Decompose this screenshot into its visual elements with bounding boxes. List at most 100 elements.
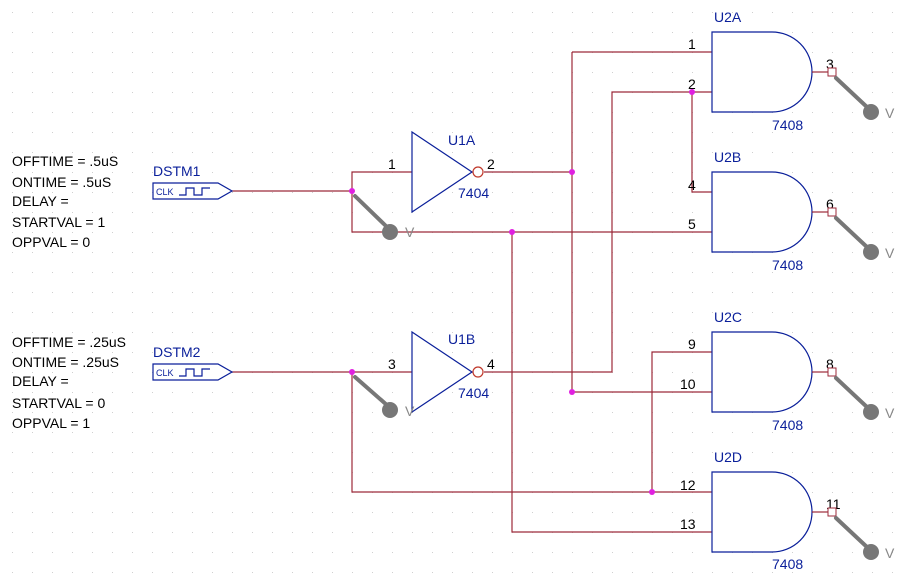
grid-dot [252,152,253,153]
grid-dot [172,512,173,513]
grid-dot [672,132,673,133]
grid-dot [292,392,293,393]
grid-dot [92,312,93,313]
grid-dot [232,412,233,413]
grid-dot [112,432,113,433]
grid-dot [392,152,393,153]
and-gate-u2b[interactable]: U2B 7408 4 5 6 [688,149,834,273]
grid-dot [192,552,193,553]
voltage-probe-dstm2[interactable]: V [353,375,415,419]
grid-dot [252,352,253,353]
grid-dot [272,212,273,213]
probe-marker [827,367,837,377]
grid-dot [732,452,733,453]
voltage-probe-u2a[interactable]: V [827,67,895,121]
inverter-u1a-bubble [472,166,484,178]
grid-dot [812,32,813,33]
inverter-u1a[interactable]: U1A 7404 1 2 [388,130,495,214]
grid-dot [532,392,533,393]
grid-dot [292,112,293,113]
grid-dot [732,132,733,133]
grid-dot [572,452,573,453]
grid-dot [332,132,333,133]
grid-dot [692,452,693,453]
grid-dot [872,572,873,573]
voltage-probe-u2c[interactable]: V [827,367,895,421]
u1b-pin-out: 4 [487,356,495,372]
grid-dot [412,32,413,33]
grid-dot [832,152,833,153]
grid-dot [252,512,253,513]
grid-dot [132,172,133,173]
grid-dot [892,292,893,293]
grid-dot [572,552,573,553]
grid-dot [172,532,173,533]
grid-dot [272,352,273,353]
grid-dot [572,572,573,573]
grid-dot [252,572,253,573]
grid-dot [172,212,173,213]
grid-dot [52,172,53,173]
grid-dot [832,492,833,493]
grid-dot [92,12,93,13]
grid-dot [472,292,473,293]
grid-dot [532,272,533,273]
grid-dot [272,32,273,33]
grid-dot [212,132,213,133]
grid-dot [812,252,813,253]
grid-dot [632,132,633,133]
and-gate-u2a[interactable]: U2A 7408 1 2 3 [688,9,834,133]
grid-dot [452,292,453,293]
grid-dot [372,92,373,93]
voltage-probe-u2d[interactable]: V [827,507,895,561]
grid-dot [232,552,233,553]
grid-dot [72,32,73,33]
grid-dot [832,32,833,33]
grid-dot [132,292,133,293]
grid-dot [12,432,13,433]
grid-dot [12,532,13,533]
inverter-u1b[interactable]: U1B 7404 3 4 [388,330,495,414]
grid-dot [892,352,893,353]
grid-dot [852,352,853,353]
stimulus-dstm1[interactable]: OFFTIME = .5uS ONTIME = .5uS DELAY = STA… [12,153,234,250]
grid-dot [352,272,353,273]
grid-dot [692,272,693,273]
grid-dot [472,452,473,453]
grid-dot [832,552,833,553]
grid-dot [92,532,93,533]
grid-dot [132,212,133,213]
probe-label: V [885,105,895,121]
grid-dot [12,272,13,273]
stimulus-dstm2[interactable]: OFFTIME = .25uS ONTIME = .25uS DELAY = S… [12,334,234,431]
voltage-probe-dstm1[interactable]: V [353,194,415,240]
probe-label: V [885,245,895,261]
grid-dot [552,292,553,293]
grid-dot [292,52,293,53]
grid-dot [172,332,173,333]
grid-dot [652,552,653,553]
dstm2-prop-oppval: OPPVAL = 1 [12,415,90,431]
grid-dot [52,392,53,393]
grid-dot [372,32,373,33]
grid-dot [592,172,593,173]
grid-dot [732,12,733,13]
grid-dot [872,92,873,93]
grid-dot [272,332,273,333]
grid-dot [872,72,873,73]
and-gate-u2d[interactable]: U2D 7408 12 13 11 [680,449,841,572]
grid-dot [152,452,153,453]
and-gate-u2c[interactable]: U2C 7408 9 10 8 [680,309,834,433]
grid-dot [472,512,473,513]
voltage-probe-u2b[interactable]: V [827,207,895,261]
grid-dot [632,432,633,433]
grid-dot [192,112,193,113]
grid-dot [652,312,653,313]
grid-dot [452,152,453,153]
grid-dot [672,452,673,453]
grid-dot [212,32,213,33]
grid-dot [732,152,733,153]
grid-dot [712,312,713,313]
grid-dot [292,292,293,293]
